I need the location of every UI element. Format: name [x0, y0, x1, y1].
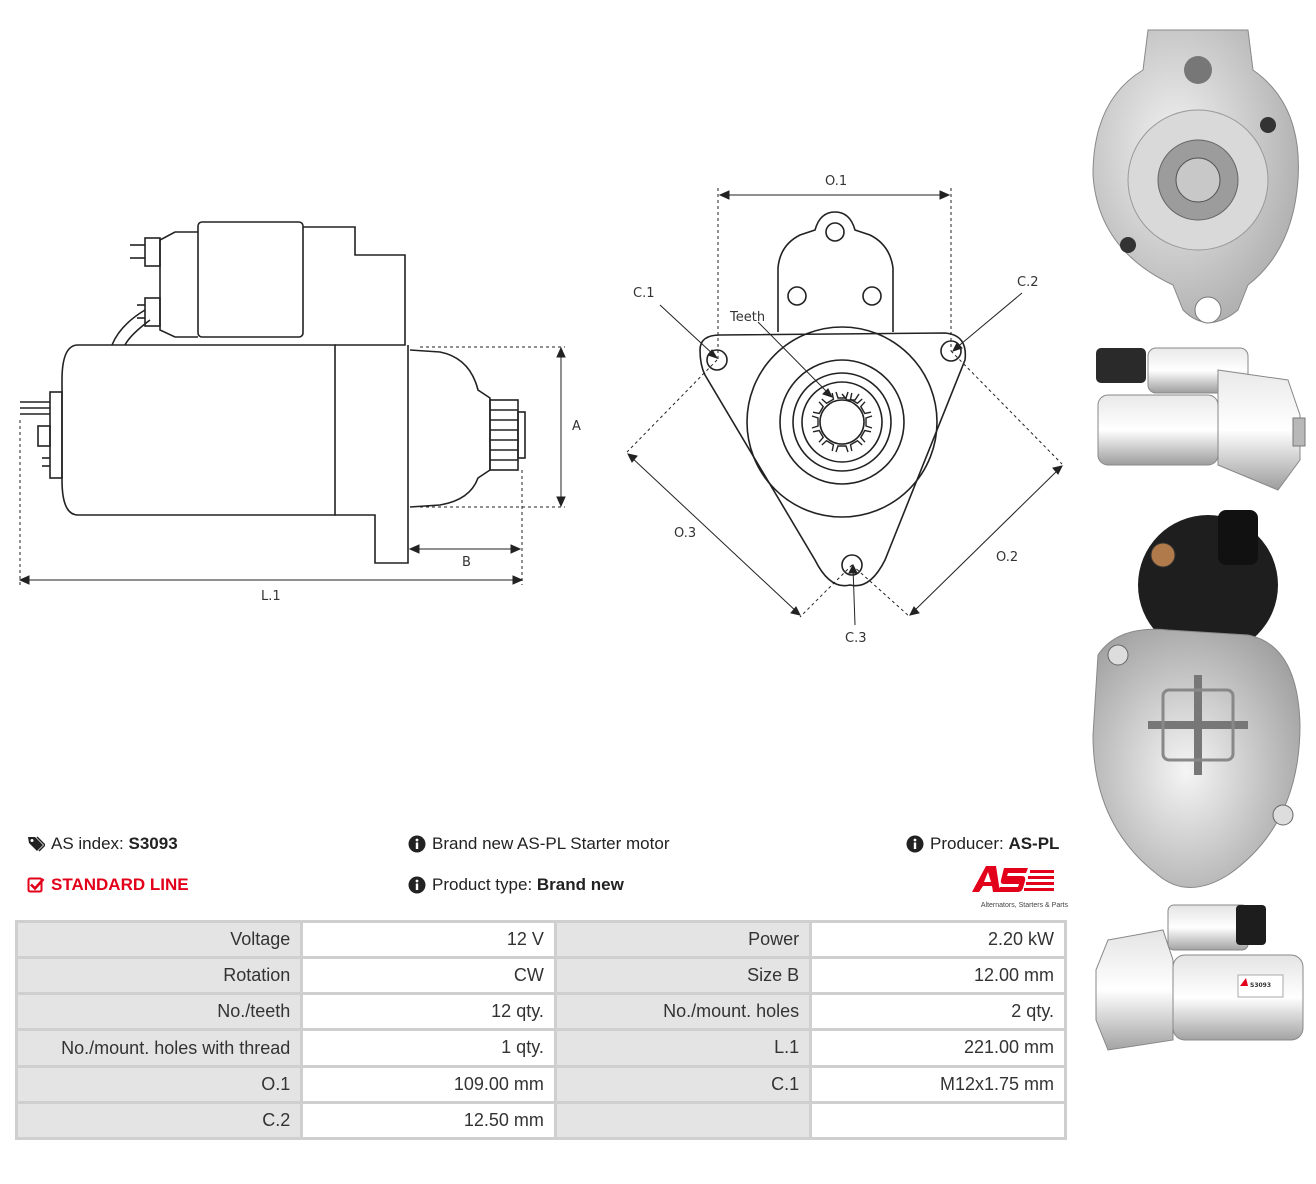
- spec-value: 1 qty.: [303, 1031, 554, 1065]
- product-type-label: Product type:: [432, 875, 533, 894]
- spec-key: Voltage: [18, 923, 301, 956]
- spec-key: No./mount. holes: [556, 995, 810, 1028]
- producer-row: Producer: AS-PL: [906, 834, 1059, 854]
- checkbox-checked-icon: [27, 877, 45, 893]
- description-text: Brand new AS-PL Starter motor: [432, 834, 670, 853]
- spec-value: 12 V: [303, 923, 554, 956]
- spec-value: M12x1.75 mm: [812, 1068, 1064, 1101]
- as-logo-mark: [972, 866, 1054, 892]
- spec-key: C.1: [556, 1068, 810, 1101]
- dim-label-b: B: [462, 555, 471, 570]
- photo-side-view-labeled: S3093: [1095, 904, 1304, 1051]
- standard-line-text: STANDARD LINE: [51, 875, 189, 894]
- spec-key: No./teeth: [18, 995, 301, 1028]
- spec-key: O.1: [18, 1068, 301, 1101]
- producer-value: AS-PL: [1008, 834, 1060, 853]
- as-index-row: AS index: S3093: [27, 834, 178, 854]
- tag-icon: [28, 836, 45, 852]
- standard-line-badge: STANDARD LINE: [27, 875, 189, 895]
- spec-value: 12 qty.: [303, 995, 554, 1028]
- description-row: Brand new AS-PL Starter motor: [408, 834, 669, 854]
- photo-label-text: S3093: [1250, 982, 1271, 989]
- spec-key: L.1: [556, 1031, 810, 1065]
- product-type-value: Brand new: [536, 875, 624, 894]
- spec-key: Power: [556, 923, 810, 956]
- info-icon: [906, 835, 924, 853]
- spec-value: 12.00 mm: [812, 959, 1064, 992]
- spec-value: 12.50 mm: [303, 1104, 554, 1137]
- dim-label-c2: C.2: [1017, 275, 1038, 290]
- spec-value: CW: [303, 959, 554, 992]
- spec-value: 2.20 kW: [812, 923, 1064, 956]
- product-type-row: Product type: Brand new: [408, 875, 624, 895]
- label-teeth: Teeth: [729, 310, 765, 325]
- dim-label-o2: O.2: [996, 550, 1018, 565]
- info-icon: [408, 876, 426, 894]
- spec-value: 2 qty.: [812, 995, 1064, 1028]
- spec-value: [812, 1104, 1064, 1137]
- side-view-drawing: A B L.1: [18, 221, 581, 604]
- spec-key: No./mount. holes with thread: [18, 1031, 301, 1065]
- spec-value: 221.00 mm: [812, 1031, 1064, 1065]
- dim-label-o1: O.1: [825, 174, 847, 189]
- spec-key: Size B: [556, 959, 810, 992]
- photo-rear-view: [1092, 510, 1301, 888]
- spec-key: C.2: [18, 1104, 301, 1137]
- spec-key: Rotation: [18, 959, 301, 992]
- spec-key: [556, 1104, 810, 1137]
- spec-value: 109.00 mm: [303, 1068, 554, 1101]
- photo-side-view: [1096, 347, 1306, 491]
- front-view-drawing: O.1 O.3 O.2 C.1 C.2 C.3 Teeth: [626, 174, 1063, 646]
- as-index-label: AS index:: [51, 834, 124, 853]
- photo-front-view: [1092, 29, 1299, 324]
- dim-label-c1: C.1: [633, 286, 654, 301]
- dim-label-l1: L.1: [261, 589, 281, 604]
- logo-tagline: Alternators, Starters & Parts: [980, 902, 1068, 909]
- as-index-value: S3093: [128, 834, 178, 853]
- info-icon: [408, 835, 426, 853]
- dim-label-c3: C.3: [845, 631, 866, 646]
- as-pl-logo: Alternators, Starters & Parts: [962, 864, 1068, 909]
- dim-label-o3: O.3: [674, 526, 696, 541]
- dim-label-a: A: [572, 419, 581, 434]
- producer-label: Producer:: [930, 834, 1004, 853]
